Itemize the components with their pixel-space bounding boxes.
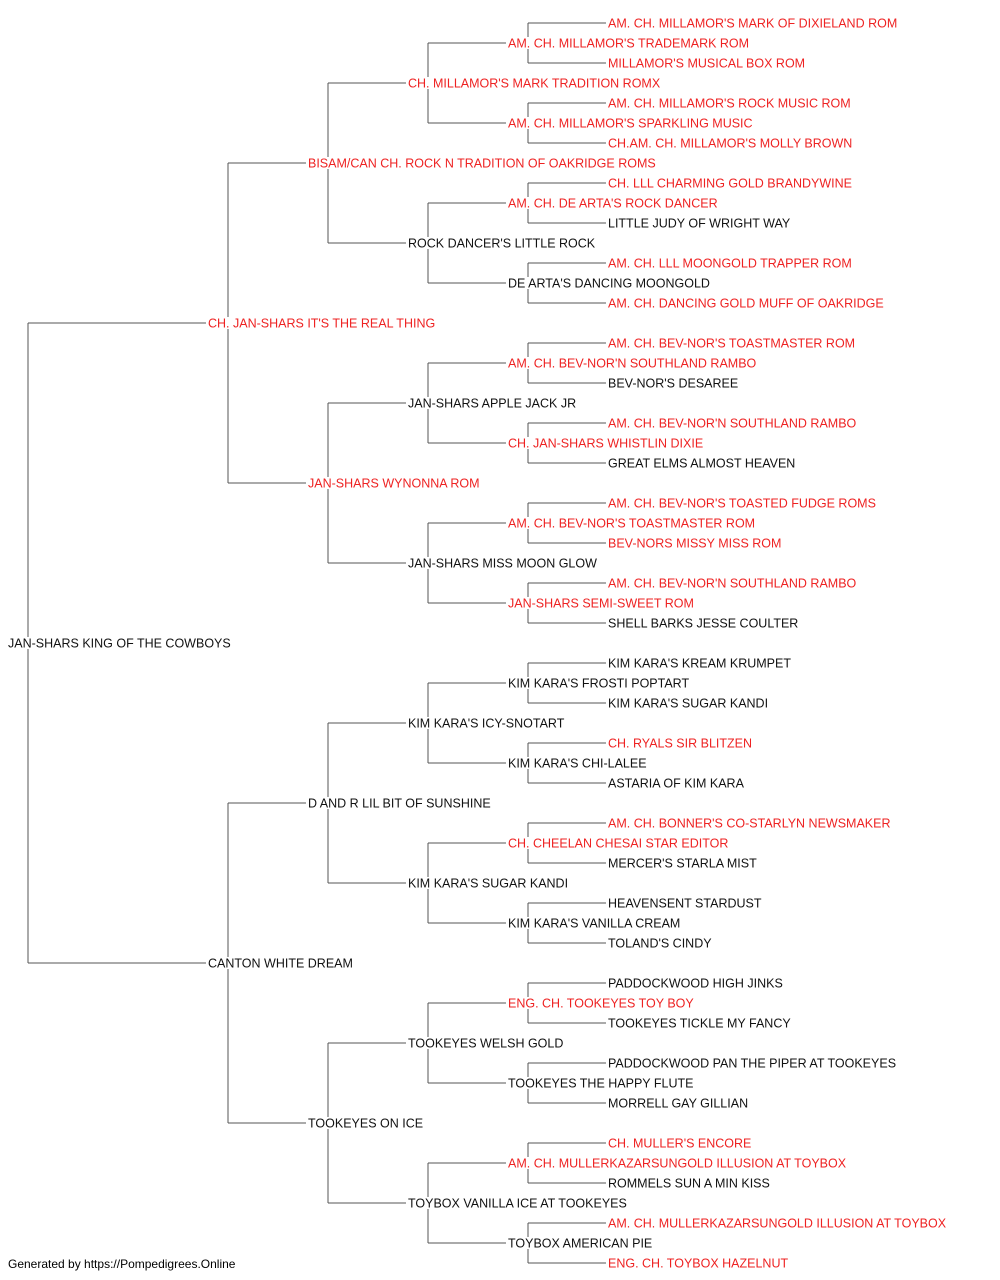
pedigree-name-gen5: HEAVENSENT STARDUST bbox=[608, 897, 762, 911]
pedigree-name-gen5: AM. CH. MILLAMOR'S MARK OF DIXIELAND ROM bbox=[608, 17, 897, 31]
pedigree-name-gen3: KIM KARA'S SUGAR KANDI bbox=[408, 877, 568, 891]
pedigree-name-gen4: KIM KARA'S FROSTI POPTART bbox=[508, 677, 689, 691]
pedigree-name-gen4: KIM KARA'S CHI-LALEE bbox=[508, 757, 647, 771]
pedigree-name-gen5: AM. CH. MILLAMOR'S ROCK MUSIC ROM bbox=[608, 97, 851, 111]
pedigree-name-gen4: JAN-SHARS SEMI-SWEET ROM bbox=[508, 597, 694, 611]
pedigree-name-gen5: ROMMELS SUN A MIN KISS bbox=[608, 1177, 770, 1191]
pedigree-name-gen5: CH. LLL CHARMING GOLD BRANDYWINE bbox=[608, 177, 852, 191]
pedigree-name-gen5: SHELL BARKS JESSE COULTER bbox=[608, 617, 798, 631]
pedigree-name-gen5: PADDOCKWOOD HIGH JINKS bbox=[608, 977, 783, 991]
pedigree-name-gen3: TOOKEYES WELSH GOLD bbox=[408, 1037, 563, 1051]
pedigree-name-gen5: ASTARIA OF KIM KARA bbox=[608, 777, 745, 791]
pedigree-name-gen4: TOYBOX AMERICAN PIE bbox=[508, 1237, 652, 1251]
pedigree-name-gen5: AM. CH. MULLERKAZARSUNGOLD ILLUSION AT T… bbox=[608, 1217, 947, 1231]
pedigree-name-gen5: AM. CH. BEV-NOR'S TOASTED FUDGE ROMS bbox=[608, 497, 876, 511]
pedigree-name-gen2: JAN-SHARS WYNONNA ROM bbox=[308, 477, 480, 491]
pedigree-name-gen3: KIM KARA'S ICY-SNOTART bbox=[408, 717, 565, 731]
pedigree-name-gen1: CH. JAN-SHARS IT'S THE REAL THING bbox=[208, 317, 435, 331]
pedigree-name-gen5: AM. CH. BEV-NOR'S TOASTMASTER ROM bbox=[608, 337, 855, 351]
pedigree-name-gen5: PADDOCKWOOD PAN THE PIPER AT TOOKEYES bbox=[608, 1057, 896, 1071]
pedigree-name-gen5: CH. RYALS SIR BLITZEN bbox=[608, 737, 752, 751]
pedigree-name-gen5: LITTLE JUDY OF WRIGHT WAY bbox=[608, 217, 791, 231]
pedigree-name-gen2: BISAM/CAN CH. ROCK N TRADITION OF OAKRID… bbox=[308, 157, 656, 171]
pedigree-name-gen4: AM. CH. MULLERKAZARSUNGOLD ILLUSION AT T… bbox=[508, 1157, 847, 1171]
pedigree-name-gen5: AM. CH. LLL MOONGOLD TRAPPER ROM bbox=[608, 257, 852, 271]
pedigree-name-gen4: AM. CH. MILLAMOR'S SPARKLING MUSIC bbox=[508, 117, 753, 131]
pedigree-name-gen5: GREAT ELMS ALMOST HEAVEN bbox=[608, 457, 795, 471]
pedigree-name-gen3: ROCK DANCER'S LITTLE ROCK bbox=[408, 237, 596, 251]
pedigree-name-gen5: MILLAMOR'S MUSICAL BOX ROM bbox=[608, 57, 805, 71]
pedigree-name-gen4: AM. CH. DE ARTA'S ROCK DANCER bbox=[508, 197, 718, 211]
pedigree-name-gen5: ENG. CH. TOYBOX HAZELNUT bbox=[608, 1257, 788, 1271]
pedigree-name-gen3: CH. MILLAMOR'S MARK TRADITION ROMX bbox=[408, 77, 661, 91]
pedigree-name-gen5: KIM KARA'S SUGAR KANDI bbox=[608, 697, 768, 711]
pedigree-name-gen5: BEV-NOR'S DESAREE bbox=[608, 377, 738, 391]
pedigree-name-gen5: CH. MULLER'S ENCORE bbox=[608, 1137, 751, 1151]
pedigree-name-gen4: AM. CH. BEV-NOR'S TOASTMASTER ROM bbox=[508, 517, 755, 531]
footer-generated-by: Generated by https://Pompedigrees.Online bbox=[8, 1257, 236, 1271]
pedigree-name-gen4: CH. CHEELAN CHESAI STAR EDITOR bbox=[508, 837, 728, 851]
pedigree-name-gen5: MERCER'S STARLA MIST bbox=[608, 857, 757, 871]
pedigree-name-gen4: CH. JAN-SHARS WHISTLIN DIXIE bbox=[508, 437, 703, 451]
pedigree-name-gen4: DE ARTA'S DANCING MOONGOLD bbox=[508, 277, 710, 291]
pedigree-name-gen5: AM. CH. DANCING GOLD MUFF OF OAKRIDGE bbox=[608, 297, 884, 311]
pedigree-name-gen5: AM. CH. BONNER'S CO-STARLYN NEWSMAKER bbox=[608, 817, 891, 831]
pedigree-name-gen5: AM. CH. BEV-NOR'N SOUTHLAND RAMBO bbox=[608, 577, 857, 591]
pedigree-name-gen4: AM. CH. MILLAMOR'S TRADEMARK ROM bbox=[508, 37, 749, 51]
pedigree-name-gen2: D AND R LIL BIT OF SUNSHINE bbox=[308, 797, 491, 811]
pedigree-name-gen5: BEV-NORS MISSY MISS ROM bbox=[608, 537, 781, 551]
pedigree-name-gen3: TOYBOX VANILLA ICE AT TOOKEYES bbox=[408, 1197, 627, 1211]
pedigree-name-gen5: TOOKEYES TICKLE MY FANCY bbox=[608, 1017, 791, 1031]
pedigree-name-gen4: KIM KARA'S VANILLA CREAM bbox=[508, 917, 680, 931]
pedigree-name-gen3: JAN-SHARS APPLE JACK JR bbox=[408, 397, 576, 411]
pedigree-name-gen1: CANTON WHITE DREAM bbox=[208, 957, 353, 971]
pedigree-name-gen5: MORRELL GAY GILLIAN bbox=[608, 1097, 748, 1111]
pedigree-name-gen5: TOLAND'S CINDY bbox=[608, 937, 712, 951]
pedigree-name-gen5: KIM KARA'S KREAM KRUMPET bbox=[608, 657, 791, 671]
pedigree-name-gen4: ENG. CH. TOOKEYES TOY BOY bbox=[508, 997, 694, 1011]
pedigree-name-gen3: JAN-SHARS MISS MOON GLOW bbox=[408, 557, 597, 571]
pedigree-name-gen4: AM. CH. BEV-NOR'N SOUTHLAND RAMBO bbox=[508, 357, 757, 371]
pedigree-name-gen5: CH.AM. CH. MILLAMOR'S MOLLY BROWN bbox=[608, 137, 852, 151]
pedigree-name-gen5: AM. CH. BEV-NOR'N SOUTHLAND RAMBO bbox=[608, 417, 857, 431]
pedigree-name-gen4: TOOKEYES THE HAPPY FLUTE bbox=[508, 1077, 693, 1091]
pedigree-name-gen2: TOOKEYES ON ICE bbox=[308, 1117, 423, 1131]
pedigree-name-gen0: JAN-SHARS KING OF THE COWBOYS bbox=[8, 637, 231, 651]
